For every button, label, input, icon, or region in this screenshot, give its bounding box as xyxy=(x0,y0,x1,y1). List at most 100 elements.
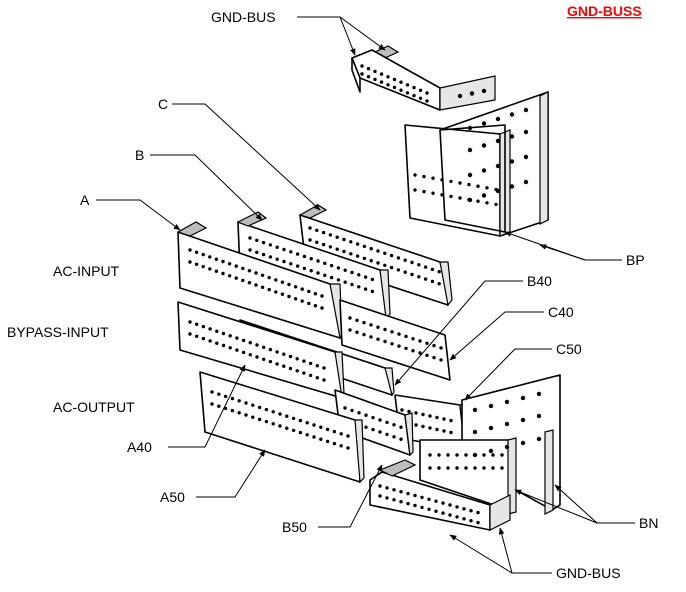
perforation-hole xyxy=(305,433,309,437)
perforation-hole xyxy=(346,446,350,450)
perforation-hole xyxy=(325,439,330,444)
perforation-hole xyxy=(274,278,278,282)
perforation-hole xyxy=(350,282,354,287)
perforation-hole xyxy=(260,273,265,277)
perforation-hole xyxy=(274,290,278,294)
perforation-hole xyxy=(481,143,487,148)
perforation-hole xyxy=(323,273,327,277)
perforation-hole xyxy=(221,331,226,336)
perforation-hole xyxy=(417,263,421,267)
perforation-hole xyxy=(500,466,504,470)
perforation-hole xyxy=(455,466,459,470)
perforation-hole xyxy=(396,256,401,260)
perforation-hole xyxy=(369,247,373,251)
perforation-hole xyxy=(251,403,255,407)
bn-plates xyxy=(419,374,561,515)
perforation-hole xyxy=(298,418,303,423)
perforation-hole xyxy=(404,334,408,339)
perforation-hole xyxy=(217,404,221,408)
perforation-hole xyxy=(201,252,205,257)
perforation-hole xyxy=(418,351,422,355)
perforation-hole xyxy=(369,259,373,263)
perforation-hole xyxy=(215,341,219,345)
perforation-hole xyxy=(300,287,304,291)
perforation-hole xyxy=(423,265,428,269)
perforation-hole xyxy=(481,88,487,94)
perforation-hole xyxy=(446,453,450,457)
perforation-hole xyxy=(467,197,473,203)
perforation-hole xyxy=(392,423,396,427)
perforation-hole xyxy=(485,201,489,205)
perforation-hole xyxy=(328,245,333,249)
perforation-hole xyxy=(389,253,394,258)
perforation-hole xyxy=(418,339,422,343)
perforation-hole xyxy=(315,376,319,380)
perforation-hole xyxy=(427,497,431,501)
perforation-hole xyxy=(223,394,228,399)
perforation-hole xyxy=(255,238,259,242)
perforation-hole xyxy=(230,408,235,413)
perforation-hole xyxy=(462,507,466,511)
perforation-hole xyxy=(287,282,291,287)
perforation-hole xyxy=(247,281,252,285)
label-b40: B40 xyxy=(527,273,552,289)
perforation-hole xyxy=(339,432,343,436)
label-c: C xyxy=(158,96,168,112)
leader-bn-1 xyxy=(554,484,635,524)
perforation-hole xyxy=(188,332,192,336)
perforation-hole xyxy=(397,344,401,348)
perforation-hole xyxy=(369,323,373,327)
label-ac-input: AC-INPUT xyxy=(53,263,120,279)
perforation-hole xyxy=(385,496,389,500)
perforation-hole xyxy=(214,269,219,273)
perforation-hole xyxy=(255,343,259,347)
perforation-hole xyxy=(428,414,432,418)
perforation-hole xyxy=(323,261,327,265)
perforation-hole xyxy=(313,292,318,296)
perforation-hole xyxy=(520,417,526,423)
perforation-hole xyxy=(467,182,471,187)
perforation-hole xyxy=(392,85,397,90)
leader-b xyxy=(150,154,263,221)
perforation-hole xyxy=(523,129,529,135)
perforation-hole xyxy=(282,247,286,252)
perforation-hole xyxy=(230,396,235,401)
label-b50: B50 xyxy=(282,519,307,535)
perforation-hole xyxy=(268,243,273,247)
perforation-hole xyxy=(201,336,206,341)
perforation-hole xyxy=(300,299,304,303)
perforation-hole xyxy=(383,251,387,255)
perforation-hole xyxy=(386,75,390,79)
perforation-hole xyxy=(373,69,377,74)
perforation-hole xyxy=(320,294,324,298)
perforation-hole xyxy=(295,252,300,256)
label-bn: BN xyxy=(639,515,658,531)
perforation-hole xyxy=(313,304,318,308)
leader-bp-1 xyxy=(539,244,622,261)
perforation-hole xyxy=(523,154,529,160)
perforation-hole xyxy=(291,428,296,433)
perforation-hole xyxy=(495,116,501,122)
perforation-hole xyxy=(386,83,390,87)
perforation-hole xyxy=(335,247,339,251)
perforation-hole xyxy=(536,391,542,397)
perforation-hole xyxy=(336,266,341,270)
perforation-hole xyxy=(397,332,401,336)
leader-c xyxy=(172,103,321,211)
perforation-hole xyxy=(315,228,319,232)
perforation-hole xyxy=(458,196,462,200)
perforation-hole xyxy=(378,494,382,498)
perforation-hole xyxy=(425,99,429,103)
perforation-hole xyxy=(448,513,452,517)
leader-a40 xyxy=(168,364,246,448)
perforation-hole xyxy=(237,411,241,415)
perforation-hole xyxy=(262,345,266,349)
leader-gnd-bus-top-1 xyxy=(297,16,356,56)
perforation-hole xyxy=(195,334,199,338)
perforation-hole xyxy=(413,173,417,177)
perforation-hole xyxy=(383,263,387,267)
perforation-hole xyxy=(308,373,313,378)
perforation-hole xyxy=(457,93,463,99)
perforation-hole xyxy=(509,184,515,189)
perforation-hole xyxy=(425,91,429,95)
